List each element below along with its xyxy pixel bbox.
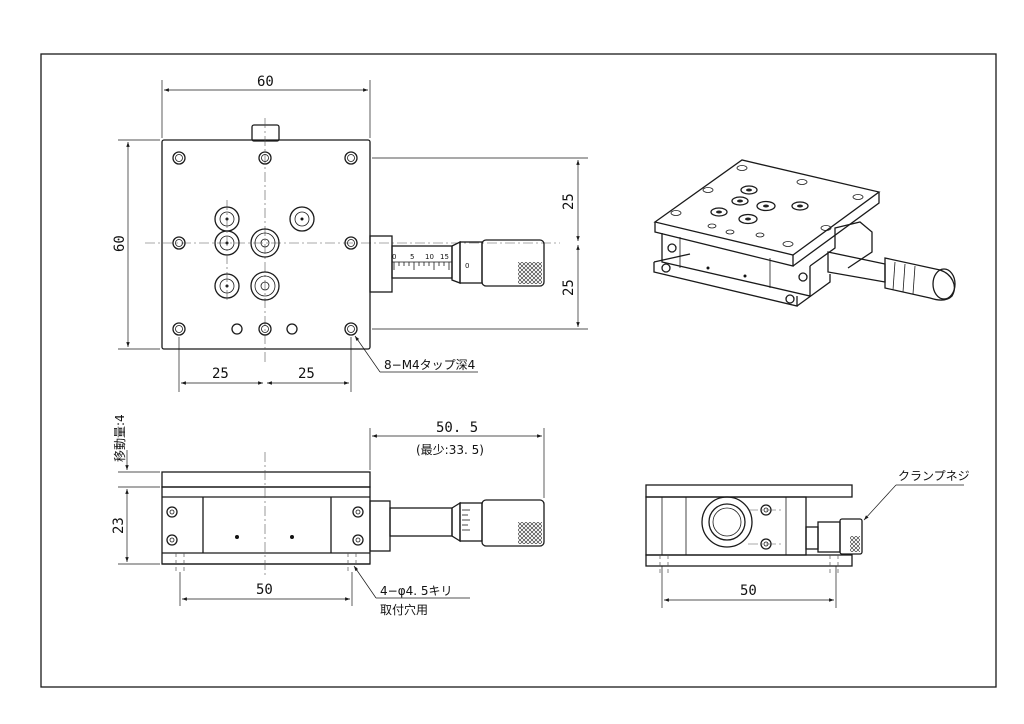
scale-label-5: 5 — [410, 253, 414, 261]
drawing-frame — [40, 53, 997, 688]
counterbore-holes — [214, 206, 315, 301]
dim-right-lower: 25 — [561, 279, 577, 296]
dim-front-height: 23 — [111, 517, 127, 534]
mount-hole-note-2: 取付穴用 — [380, 602, 428, 617]
scale-label-15: 15 — [440, 253, 449, 261]
isometric-view — [653, 159, 956, 307]
tapped-hole — [172, 322, 186, 336]
side-micrometer-end — [701, 496, 753, 548]
small-hole — [286, 323, 298, 335]
micrometer-thimble — [459, 241, 483, 284]
dim-bottom-left: 25 — [212, 366, 229, 382]
tapped-hole — [344, 322, 358, 336]
tapped-holes — [172, 151, 358, 336]
side-top-plate — [645, 484, 853, 498]
front-view: 50. 5 (最少:33. 5) 移動量:4 23 50 4−φ4. 5キリ 取… — [111, 414, 545, 617]
dim-travel: 移動量:4 — [113, 414, 127, 462]
tapped-hole — [344, 151, 358, 165]
scale-label-10: 10 — [425, 253, 434, 261]
top-view: 0 5 10 15 0 60 60 25 25 25 25 — [112, 74, 588, 392]
clamp-screw-label: クランプネジ — [898, 469, 970, 483]
dim-right-upper: 25 — [561, 193, 577, 210]
front-screws — [166, 506, 364, 546]
top-view-body — [161, 139, 371, 350]
thimble-zero-label: 0 — [465, 262, 469, 270]
front-pin — [290, 535, 294, 539]
front-top-plate — [161, 471, 371, 488]
micrometer-knob — [481, 239, 545, 287]
scale-label-0: 0 — [392, 253, 396, 261]
tap-hole-note: 8−M4タップ深4 — [384, 358, 475, 372]
mount-hole-note: 4−φ4. 5キリ — [380, 584, 453, 598]
tapped-hole — [344, 236, 358, 250]
side-base — [645, 554, 853, 567]
side-view: 50 クランプネジ — [645, 469, 970, 608]
dim-side-mount: 50 — [740, 583, 757, 599]
micrometer-top: 0 5 10 15 0 — [369, 235, 545, 293]
front-pin — [235, 535, 239, 539]
dim-top-width: 60 — [257, 74, 274, 90]
dim-top-height: 60 — [112, 235, 128, 252]
small-hole — [231, 323, 243, 335]
tapped-hole — [172, 151, 186, 165]
dim-front-mount: 50 — [256, 582, 273, 598]
tapped-hole — [258, 322, 272, 336]
tapped-hole — [172, 236, 186, 250]
clamp-screw — [839, 518, 863, 555]
dim-bottom-right: 25 — [298, 366, 315, 382]
dim-front-min: (最少:33. 5) — [416, 443, 484, 457]
top-view-tab — [251, 124, 280, 142]
tapped-hole — [258, 151, 272, 165]
micrometer-holder — [369, 235, 393, 293]
dim-front-length: 50. 5 — [436, 420, 478, 436]
side-body — [645, 496, 807, 556]
